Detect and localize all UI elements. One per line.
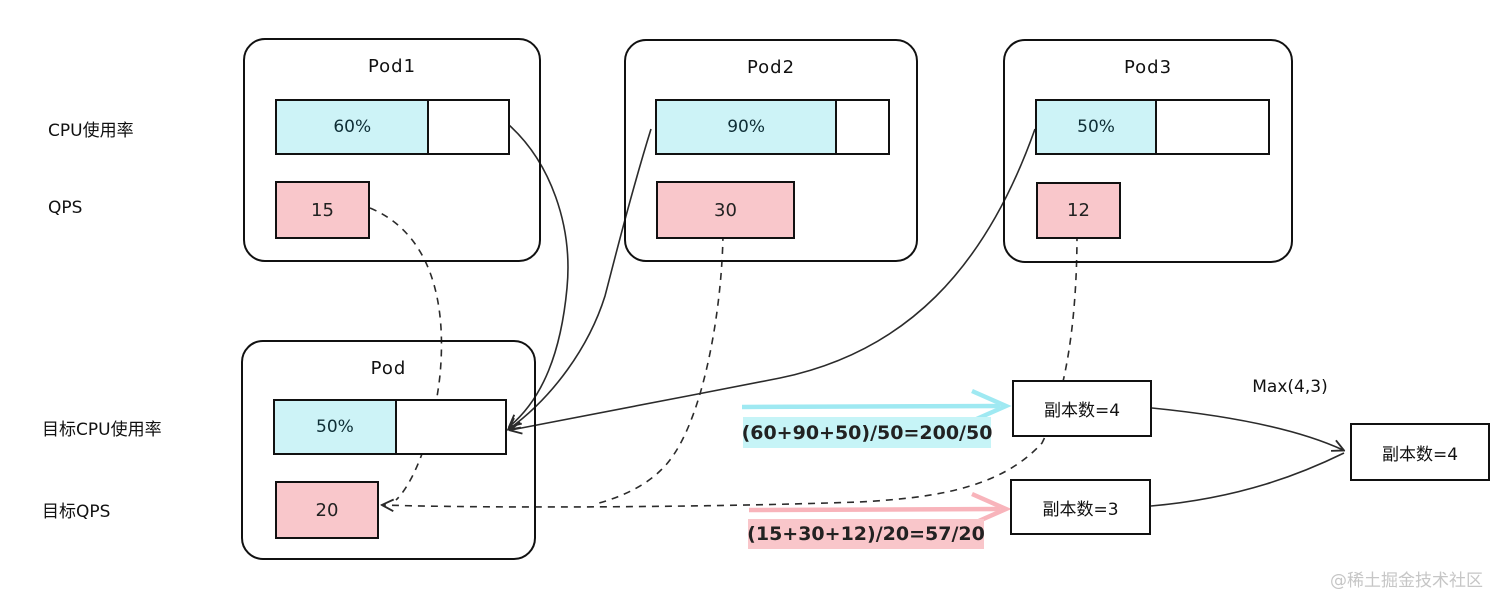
final-replicas-box: 副本数=4 (1350, 423, 1490, 481)
pod1-box: Pod1 60% 15 (243, 38, 541, 262)
pod2-cpu-value: 90% (727, 117, 765, 137)
cpu-usage-row-label: CPU使用率 (48, 121, 134, 141)
qps-formula-arrow (748, 506, 1001, 513)
cpu-formula-text: (60+90+50)/50=200/50 (742, 417, 992, 448)
pod3-qps-connector (383, 233, 1078, 507)
target-cpu-fill: 50% (275, 401, 397, 453)
cpu-replicas-to-final-connector (1151, 407, 1343, 450)
pod2-title: Pod2 (746, 57, 796, 78)
cpu-replicas-box: 副本数=4 (1012, 380, 1152, 437)
pod2-cpu-connector (509, 128, 652, 429)
cpu-formula-arrow (741, 403, 1001, 410)
qps-replicas-box: 副本数=3 (1010, 479, 1151, 535)
target-cpu-row-label: 目标CPU使用率 (42, 420, 162, 440)
pod1-title: Pod1 (367, 56, 417, 77)
cpu-formula-arrowhead (971, 388, 1012, 424)
pod2-cpu-fill: 90% (657, 101, 838, 153)
pod1-qps-connector (369, 207, 443, 501)
pod3-box: Pod3 50% 12 (1003, 39, 1293, 263)
target-pod-title: Pod (370, 358, 407, 379)
pod3-title: Pod3 (1123, 57, 1173, 78)
pod3-cpu-value: 50% (1077, 117, 1115, 137)
target-cpu-value: 50% (316, 417, 354, 437)
target-qps-box: 20 (275, 481, 379, 539)
pod3-qps-box: 12 (1036, 182, 1121, 239)
pod1-qps-box: 15 (275, 181, 370, 239)
qps-formula-text: (15+30+12)/20=57/20 (747, 519, 985, 549)
pod2-qps-value: 30 (714, 199, 737, 221)
pod2-cpu-bar: 90% (655, 99, 890, 155)
pod3-cpu-bar: 50% (1035, 99, 1270, 155)
pod1-qps-value: 15 (311, 199, 334, 221)
qps-row-label: QPS (48, 198, 83, 218)
pod2-qps-connector (598, 233, 724, 504)
pod1-cpu-fill: 60% (277, 101, 430, 153)
pod1-cpu-value: 60% (333, 117, 372, 137)
target-pod-box: Pod 50% 20 (241, 340, 536, 560)
watermark-text: @稀土掘金技术社区 (1330, 571, 1483, 591)
pod3-cpu-fill: 50% (1037, 101, 1158, 153)
pod3-cpu-connector (511, 128, 1036, 430)
target-qps-value: 20 (315, 499, 339, 521)
target-cpu-bar: 50% (273, 399, 507, 455)
pod2-qps-box: 30 (656, 181, 795, 239)
target-qps-row-label: 目标QPS (42, 502, 111, 522)
pod3-qps-value: 12 (1067, 200, 1090, 221)
qps-replicas-to-final-connector (1150, 452, 1345, 507)
max-function-label: Max(4,3) (1252, 377, 1328, 397)
pod2-box: Pod2 90% 30 (624, 39, 918, 262)
pod1-cpu-bar: 60% (275, 99, 510, 155)
